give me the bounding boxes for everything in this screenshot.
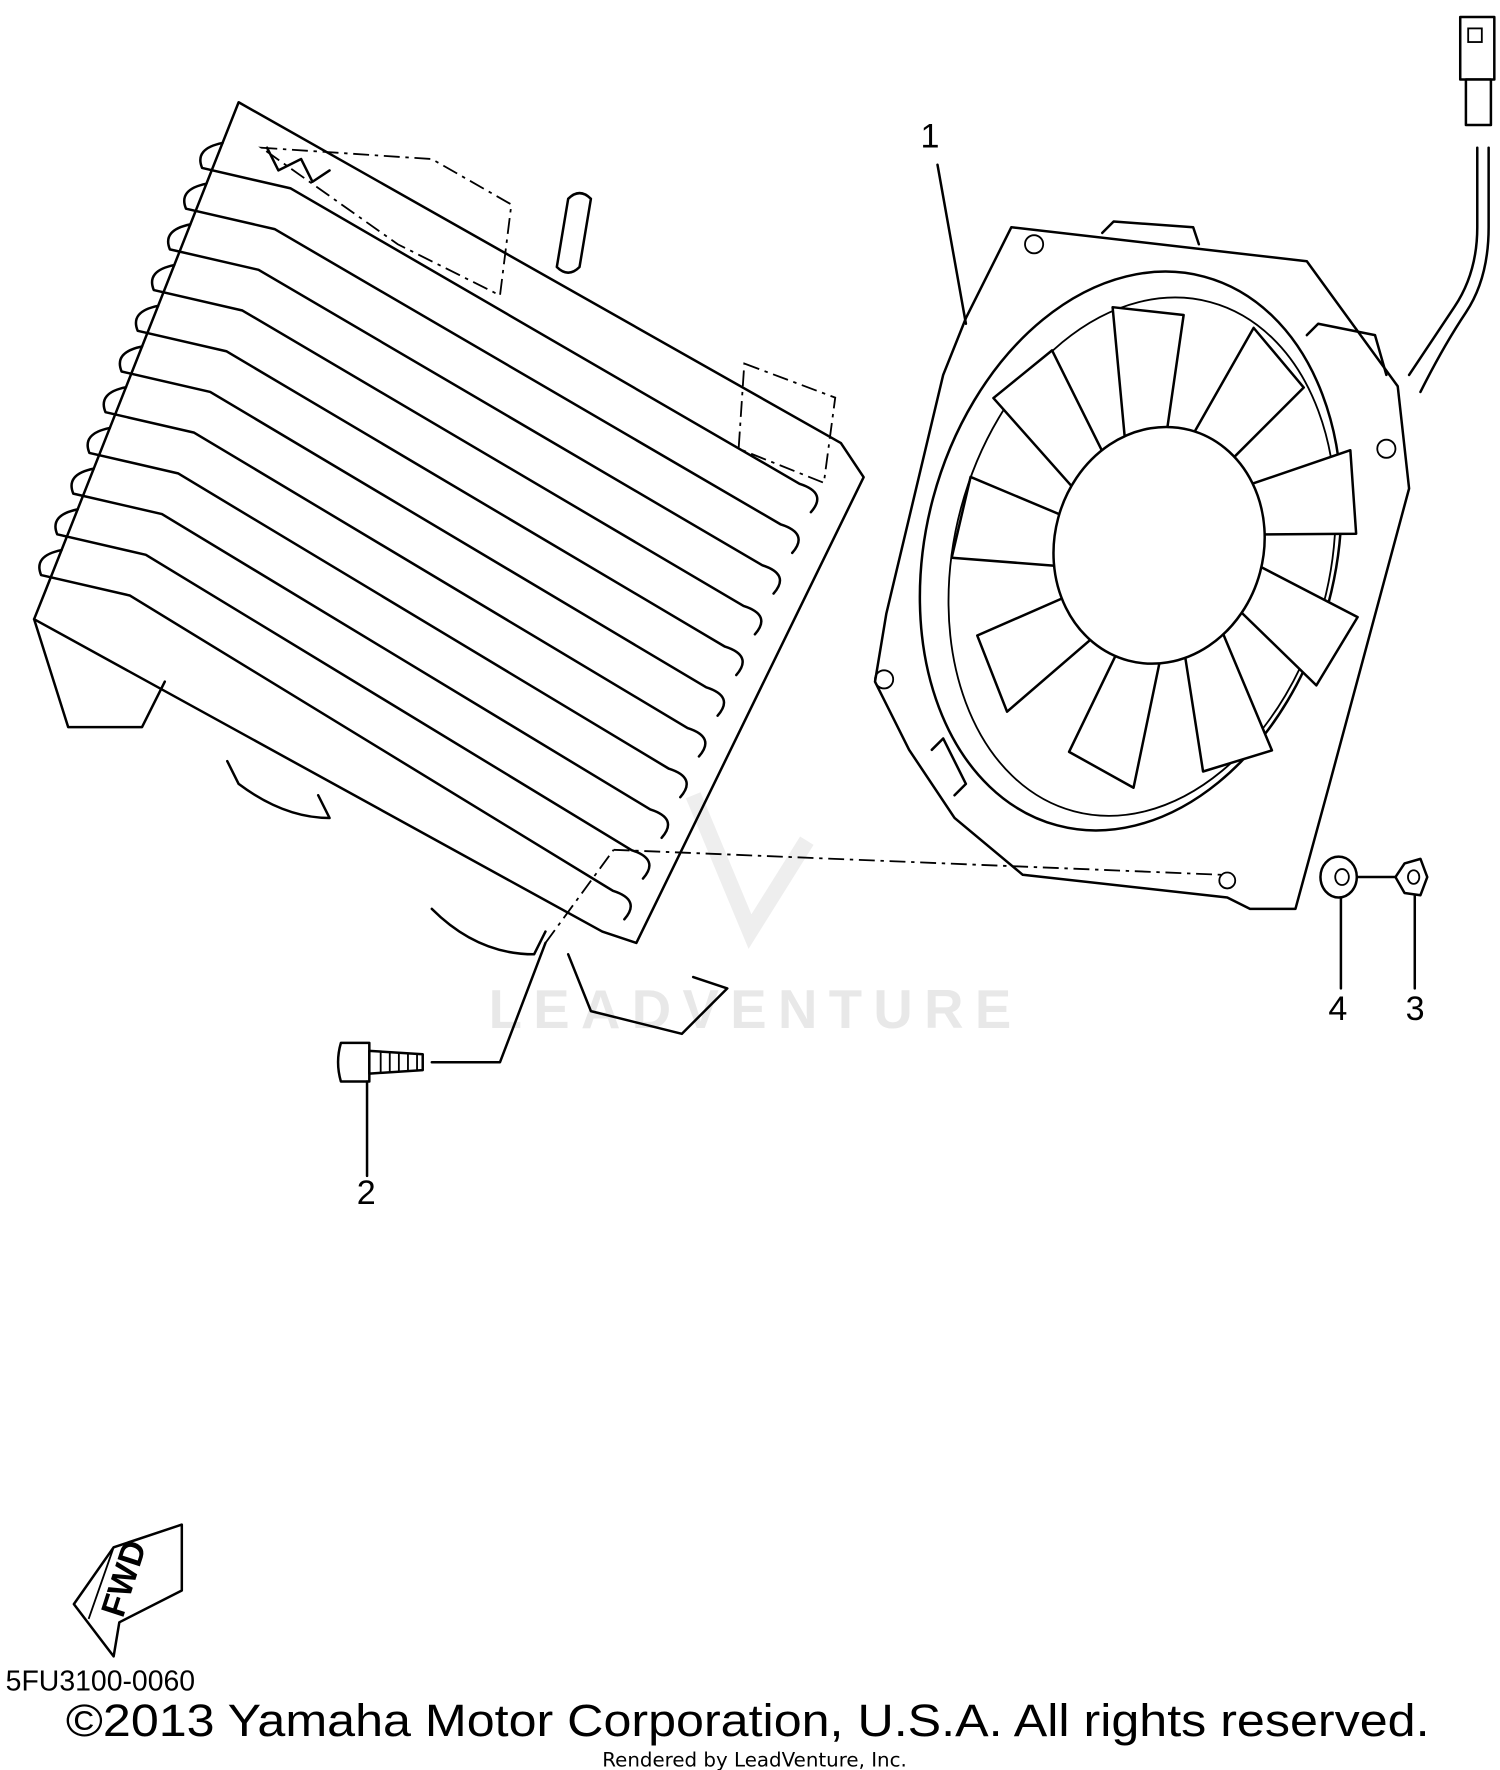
callout-1[interactable]: 1 [920, 118, 939, 156]
radiator-fin [118, 345, 726, 717]
drawing-code: 5FU3100-0060 [6, 1665, 195, 1697]
fan-motor-assembly [873, 15, 1496, 911]
callout-4[interactable]: 4 [1328, 990, 1347, 1028]
washer [1319, 855, 1359, 899]
radiator-fin [38, 548, 632, 921]
callout-3[interactable]: 3 [1406, 990, 1425, 1028]
radiator-fin [134, 304, 744, 677]
svg-text:LEADVENTURE: LEADVENTURE [489, 979, 1023, 1040]
bolt [336, 1041, 424, 1083]
radiator-fin [102, 385, 707, 758]
radiator-fin [70, 467, 670, 840]
fwd-arrow-icon: FWD [72, 1523, 184, 1658]
callout-2[interactable]: 2 [357, 1174, 376, 1212]
radiator-fin [86, 426, 688, 799]
leadventure-watermark: LEADVENTURE [489, 792, 1023, 1040]
radiator-fin [150, 263, 763, 636]
rendered-by: Rendered by LeadVenture, Inc. [602, 1749, 907, 1770]
copyright-notice: ©2013 Yamaha Motor Corporation, U.S.A. A… [66, 1695, 1430, 1746]
radiator-fin [54, 508, 651, 880]
radiator-fin [166, 223, 782, 595]
radiator [32, 100, 865, 1036]
radiator-fin [199, 141, 819, 514]
radiator-fin [183, 182, 800, 555]
